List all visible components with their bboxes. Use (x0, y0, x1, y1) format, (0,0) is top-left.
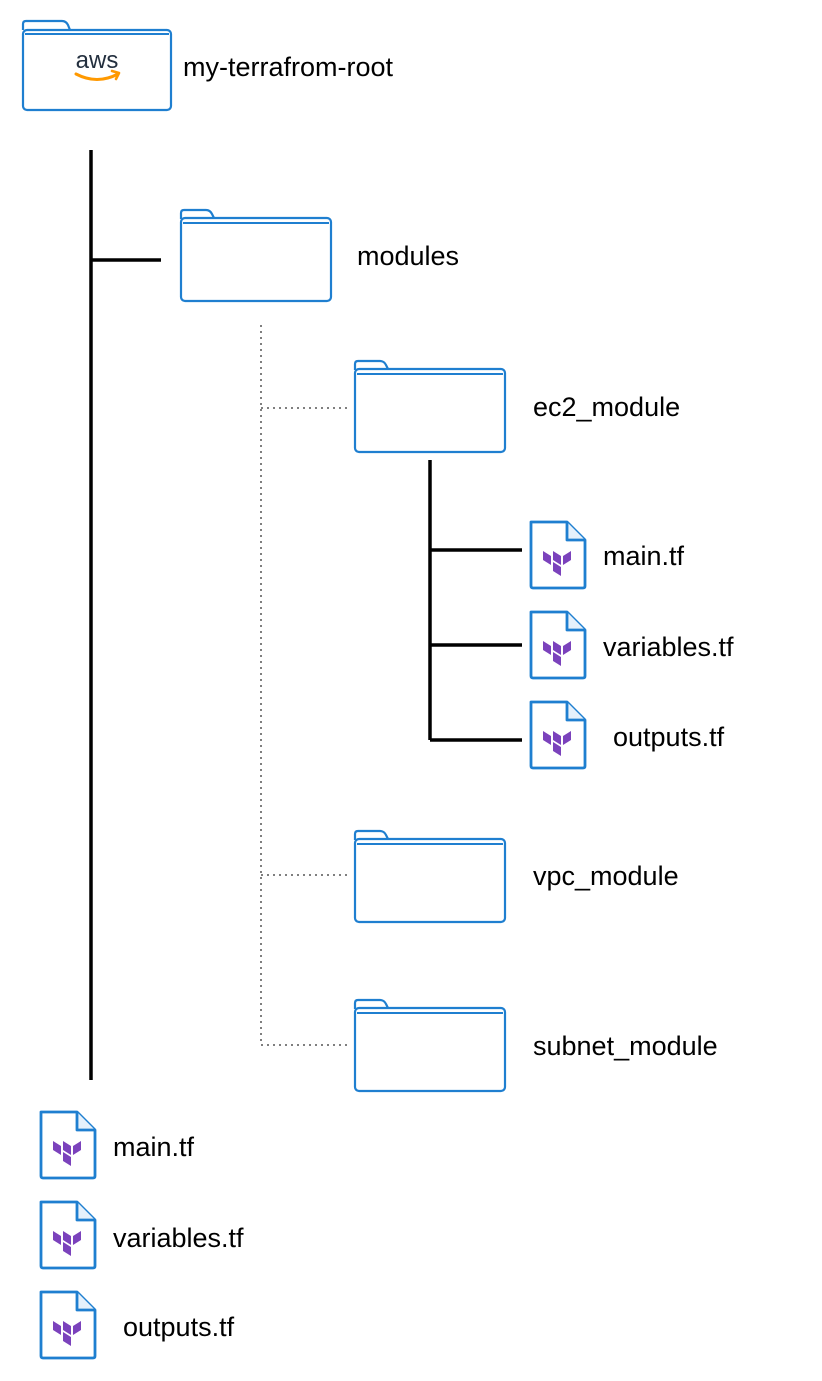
subnet-module-label: subnet_module (533, 1031, 718, 1061)
root-variables-tf-label: variables.tf (113, 1223, 244, 1253)
root-main-tf-label: main.tf (113, 1132, 195, 1162)
ec2-module-label: ec2_module (533, 392, 681, 422)
aws-logo-text: aws (76, 47, 119, 74)
terraform-file-icon (37, 1288, 101, 1367)
ec2-main-tf-label: main.tf (603, 541, 685, 571)
aws-folder-icon: aws (20, 18, 174, 119)
terraform-file-icon (527, 698, 591, 777)
modules-folder-icon (178, 207, 334, 310)
root-outputs-tf-label: outputs.tf (123, 1312, 235, 1342)
terraform-file-icon (37, 1108, 101, 1187)
ec2-variables-tf-label: variables.tf (603, 632, 734, 662)
ec2-outputs-tf-label: outputs.tf (613, 722, 725, 752)
terraform-file-icon (37, 1198, 101, 1277)
vpc-module-label: vpc_module (533, 861, 679, 891)
terraform-file-icon (527, 608, 591, 687)
ec2-module-folder-icon (352, 358, 508, 461)
subnet-module-folder-icon (352, 997, 508, 1100)
vpc-module-folder-icon (352, 828, 508, 931)
terraform-file-icon (527, 518, 591, 597)
root-folder-label: my-terrafrom-root (183, 52, 394, 82)
modules-folder-label: modules (357, 241, 460, 271)
